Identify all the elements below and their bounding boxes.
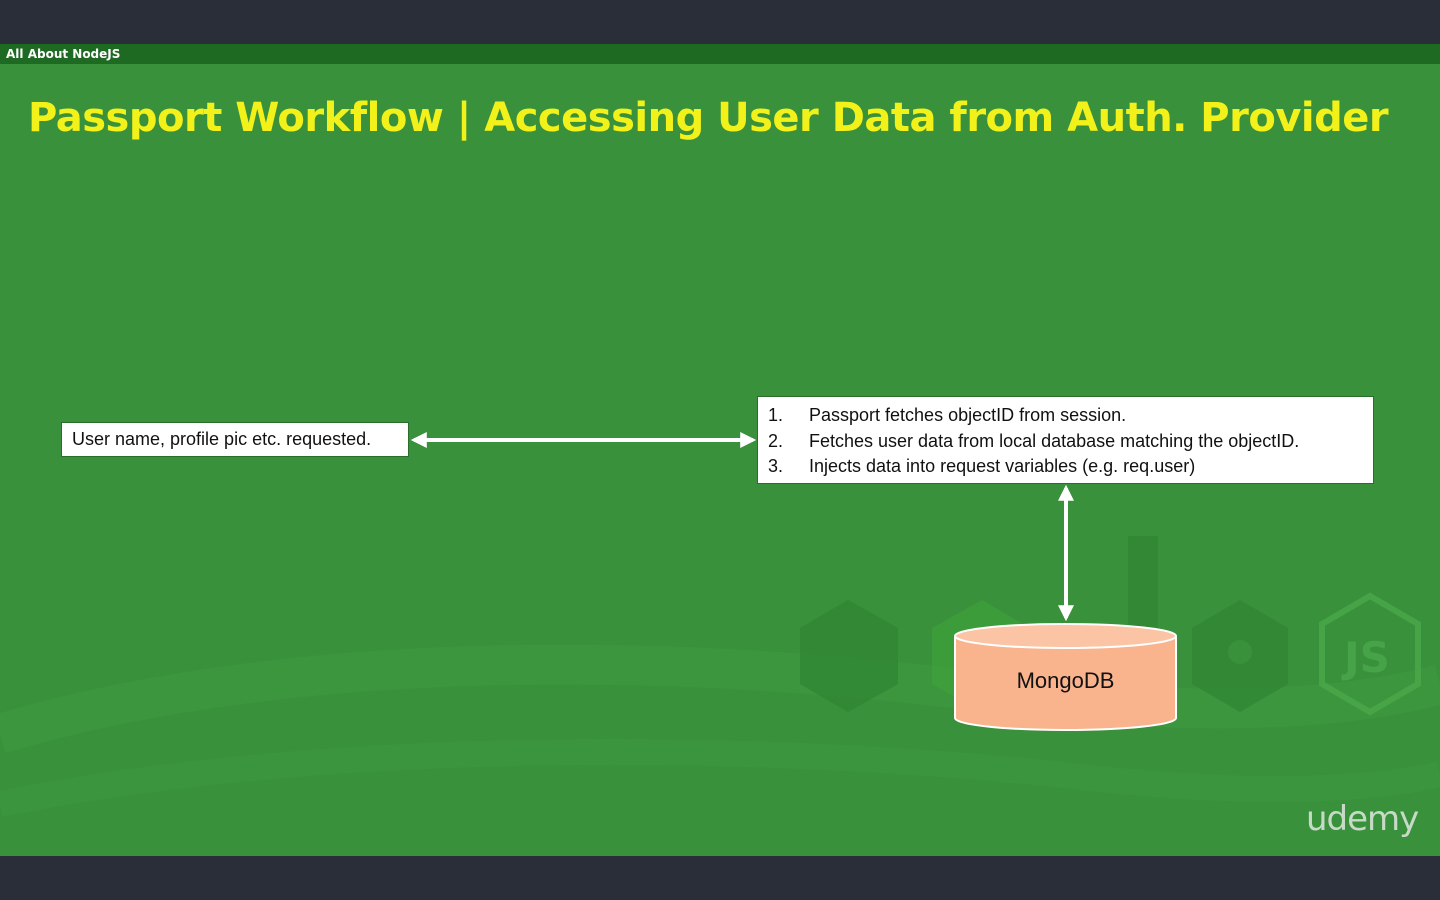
node-letter-n-shape bbox=[800, 600, 898, 712]
step-number: 1. bbox=[768, 405, 784, 426]
background-wave bbox=[0, 738, 1440, 817]
request-box: User name, profile pic etc. requested. bbox=[61, 422, 409, 457]
js-hexagon-shape bbox=[1319, 592, 1421, 716]
course-label: All About NodeJS bbox=[6, 47, 121, 61]
step-item: 2. Fetches user data from local database… bbox=[768, 429, 1363, 455]
step-item: 1. Passport fetches objectID from sessio… bbox=[768, 403, 1363, 429]
slide-title: Passport Workflow | Accessing User Data … bbox=[28, 95, 1389, 141]
udemy-watermark: udemy bbox=[1306, 799, 1419, 839]
presentation-slide: JS All About NodeJS Passport Workflow | … bbox=[0, 44, 1440, 856]
step-item: 3. Injects data into request variables (… bbox=[768, 454, 1363, 480]
step-number: 2. bbox=[768, 430, 784, 451]
node-letter-e-dot bbox=[1228, 640, 1252, 664]
mongodb-cylinder bbox=[954, 623, 1177, 731]
step-text: Fetches user data from local database ma… bbox=[809, 430, 1300, 451]
mongodb-label: MongoDB bbox=[1016, 668, 1115, 693]
js-hexagon-text: JS bbox=[1341, 633, 1390, 682]
video-top-letterbox bbox=[0, 0, 1440, 44]
slide-header-strip: All About NodeJS bbox=[0, 44, 1440, 64]
video-bottom-letterbox bbox=[0, 856, 1440, 900]
step-text: Passport fetches objectID from session. bbox=[809, 405, 1127, 426]
step-number: 3. bbox=[768, 456, 784, 477]
step-text: Injects data into request variables (e.g… bbox=[809, 456, 1196, 477]
passport-steps-box: 1. Passport fetches objectID from sessio… bbox=[757, 396, 1374, 484]
